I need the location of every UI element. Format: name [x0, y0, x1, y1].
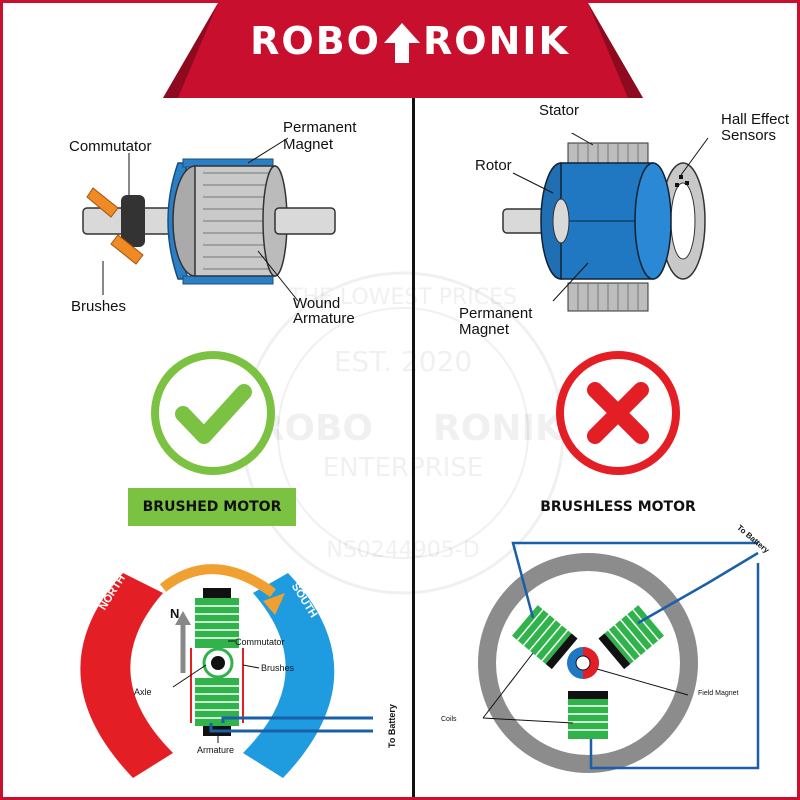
- brushes-label: Brushes: [71, 298, 127, 315]
- hall-effect-label-1: Hall Effect: [721, 111, 790, 128]
- permanent-magnet-label-1: Permanent: [459, 305, 533, 322]
- to-battery-label-left: To Battery: [387, 704, 397, 748]
- watermark-sub: ENTERPRISE: [322, 453, 484, 483]
- center-divider: [412, 73, 415, 797]
- brushless-motor-illustration: [502, 133, 709, 312]
- hall-effect-label-2: Sensors: [721, 127, 777, 144]
- commutator-label: Commutator: [69, 138, 152, 155]
- brand-left: ROBO: [250, 19, 381, 63]
- field-magnet-label: Field Magnet: [698, 690, 739, 697]
- stator-label: Stator: [539, 102, 580, 119]
- brushless-motor-caption: BRUSHLESS MOTOR: [540, 499, 696, 515]
- axle-diagram-label: Axle: [134, 687, 152, 697]
- armature-diagram-label: Armature: [197, 745, 235, 755]
- watermark-est: EST. 2020: [333, 345, 473, 378]
- watermark-name-left: ROBO: [256, 408, 373, 449]
- rotor-label: Rotor: [475, 157, 512, 174]
- wound-armature-label-2: Armature: [293, 310, 355, 327]
- watermark-top: THE LOWEST PRICES: [289, 285, 517, 310]
- brushed-motor-illustration: [82, 137, 336, 302]
- brand-logo: ROBO RONIK: [3, 19, 797, 69]
- watermark-reg: NS0244905-D: [326, 538, 480, 563]
- brand-right: RONIK: [423, 19, 570, 63]
- permanent-magnet-label-2: Magnet: [459, 321, 510, 338]
- brushed-motor-caption: BRUSHED MOTOR: [128, 488, 296, 526]
- brushed-motor-diagram: [80, 564, 373, 778]
- permanent-magnet-label-2: Magnet: [283, 136, 334, 153]
- n-label: N: [170, 606, 180, 621]
- permanent-magnet-label-1: Permanent: [283, 119, 357, 136]
- brushes-diagram-label: Brushes: [261, 663, 295, 673]
- coils-label: Coils: [441, 716, 457, 723]
- watermark-name-right: RONIK: [433, 408, 563, 449]
- check-mark-icon: [151, 351, 275, 475]
- up-arrow-icon: [384, 23, 420, 63]
- commutator-diagram-label: Commutator: [235, 637, 285, 647]
- cross-mark-icon: [556, 351, 680, 475]
- brushless-motor-diagram: [478, 541, 760, 773]
- wound-armature-label-1: Wound: [293, 295, 341, 312]
